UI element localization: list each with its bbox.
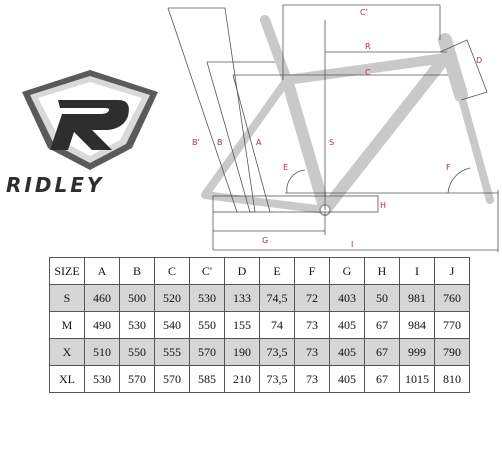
- table-cell: 405: [329, 338, 365, 366]
- table-cell: M: [49, 311, 85, 339]
- ridley-shield-icon: [22, 70, 158, 170]
- table-cell: 999: [399, 338, 435, 366]
- table-cell: 570: [119, 365, 155, 393]
- table-header-cell: D: [224, 257, 260, 285]
- table-header-cell: C: [154, 257, 190, 285]
- table-header-cell: B: [119, 257, 155, 285]
- table-cell: 570: [154, 365, 190, 393]
- table-cell: 67: [364, 338, 400, 366]
- table-header-cell: C': [189, 257, 225, 285]
- ridley-wordmark: RIDLEY: [6, 173, 104, 197]
- table-cell: 133: [224, 284, 260, 312]
- label-c-prime: C': [360, 8, 368, 17]
- label-f: F: [446, 163, 451, 172]
- table-cell: 550: [189, 311, 225, 339]
- table-header-cell: H: [364, 257, 400, 285]
- label-h: H: [380, 201, 386, 210]
- label-g: G: [262, 236, 268, 245]
- table-cell: 810: [434, 365, 470, 393]
- table-header-cell: J: [434, 257, 470, 285]
- label-e: E: [283, 163, 288, 172]
- table-cell: 73,5: [259, 338, 295, 366]
- table-header-cell: E: [259, 257, 295, 285]
- table-cell: 770: [434, 311, 470, 339]
- table-cell: 555: [154, 338, 190, 366]
- label-c: C: [365, 68, 371, 77]
- table-cell: 155: [224, 311, 260, 339]
- table-header-cell: A: [84, 257, 120, 285]
- bike-frame: [201, 15, 494, 216]
- ridley-logo: RIDLEY: [6, 70, 158, 197]
- table-cell: 403: [329, 284, 365, 312]
- table-cell: 67: [364, 311, 400, 339]
- label-r: R: [365, 42, 371, 51]
- label-b-prime: B': [192, 138, 200, 147]
- measurement-labels: C' R C D B' B A S E F H G I: [192, 8, 482, 249]
- table-cell: 570: [189, 338, 225, 366]
- table-cell: 73: [294, 365, 330, 393]
- table-cell: X: [49, 338, 85, 366]
- table-cell: 67: [364, 365, 400, 393]
- table-cell: 530: [84, 365, 120, 393]
- table-cell: 530: [119, 311, 155, 339]
- frame-geometry-diagram: C' R C D B' B A S E F H G I: [167, 4, 499, 252]
- table-cell: 790: [434, 338, 470, 366]
- table-cell: 74,5: [259, 284, 295, 312]
- table-cell: 50: [364, 284, 400, 312]
- table-cell: 190: [224, 338, 260, 366]
- table-cell: 405: [329, 311, 365, 339]
- table-cell: 73: [294, 338, 330, 366]
- table-cell: 73: [294, 311, 330, 339]
- table-cell: 981: [399, 284, 435, 312]
- table-cell: 540: [154, 311, 190, 339]
- measurement-lines: [167, 4, 499, 252]
- table-cell: 510: [84, 338, 120, 366]
- table-header-cell: SIZE: [49, 257, 85, 285]
- label-a: A: [256, 138, 262, 147]
- table-cell: XL: [49, 365, 85, 393]
- label-b: B: [217, 138, 223, 147]
- table-cell: 73,5: [259, 365, 295, 393]
- table-cell: 72: [294, 284, 330, 312]
- table-cell: S: [49, 284, 85, 312]
- table-cell: 74: [259, 311, 295, 339]
- table-header-cell: I: [399, 257, 435, 285]
- label-d: D: [476, 56, 482, 65]
- table-cell: 500: [119, 284, 155, 312]
- table-cell: 490: [84, 311, 120, 339]
- table-header-cell: F: [294, 257, 330, 285]
- table-cell: 984: [399, 311, 435, 339]
- table-cell: 405: [329, 365, 365, 393]
- table-cell: 530: [189, 284, 225, 312]
- label-i: I: [351, 240, 353, 249]
- label-s: S: [329, 138, 334, 147]
- table-header-cell: G: [329, 257, 365, 285]
- table-cell: 1015: [399, 365, 435, 393]
- table-cell: 210: [224, 365, 260, 393]
- table-cell: 585: [189, 365, 225, 393]
- table-cell: 550: [119, 338, 155, 366]
- table-cell: 460: [84, 284, 120, 312]
- table-cell: 760: [434, 284, 470, 312]
- table-cell: 520: [154, 284, 190, 312]
